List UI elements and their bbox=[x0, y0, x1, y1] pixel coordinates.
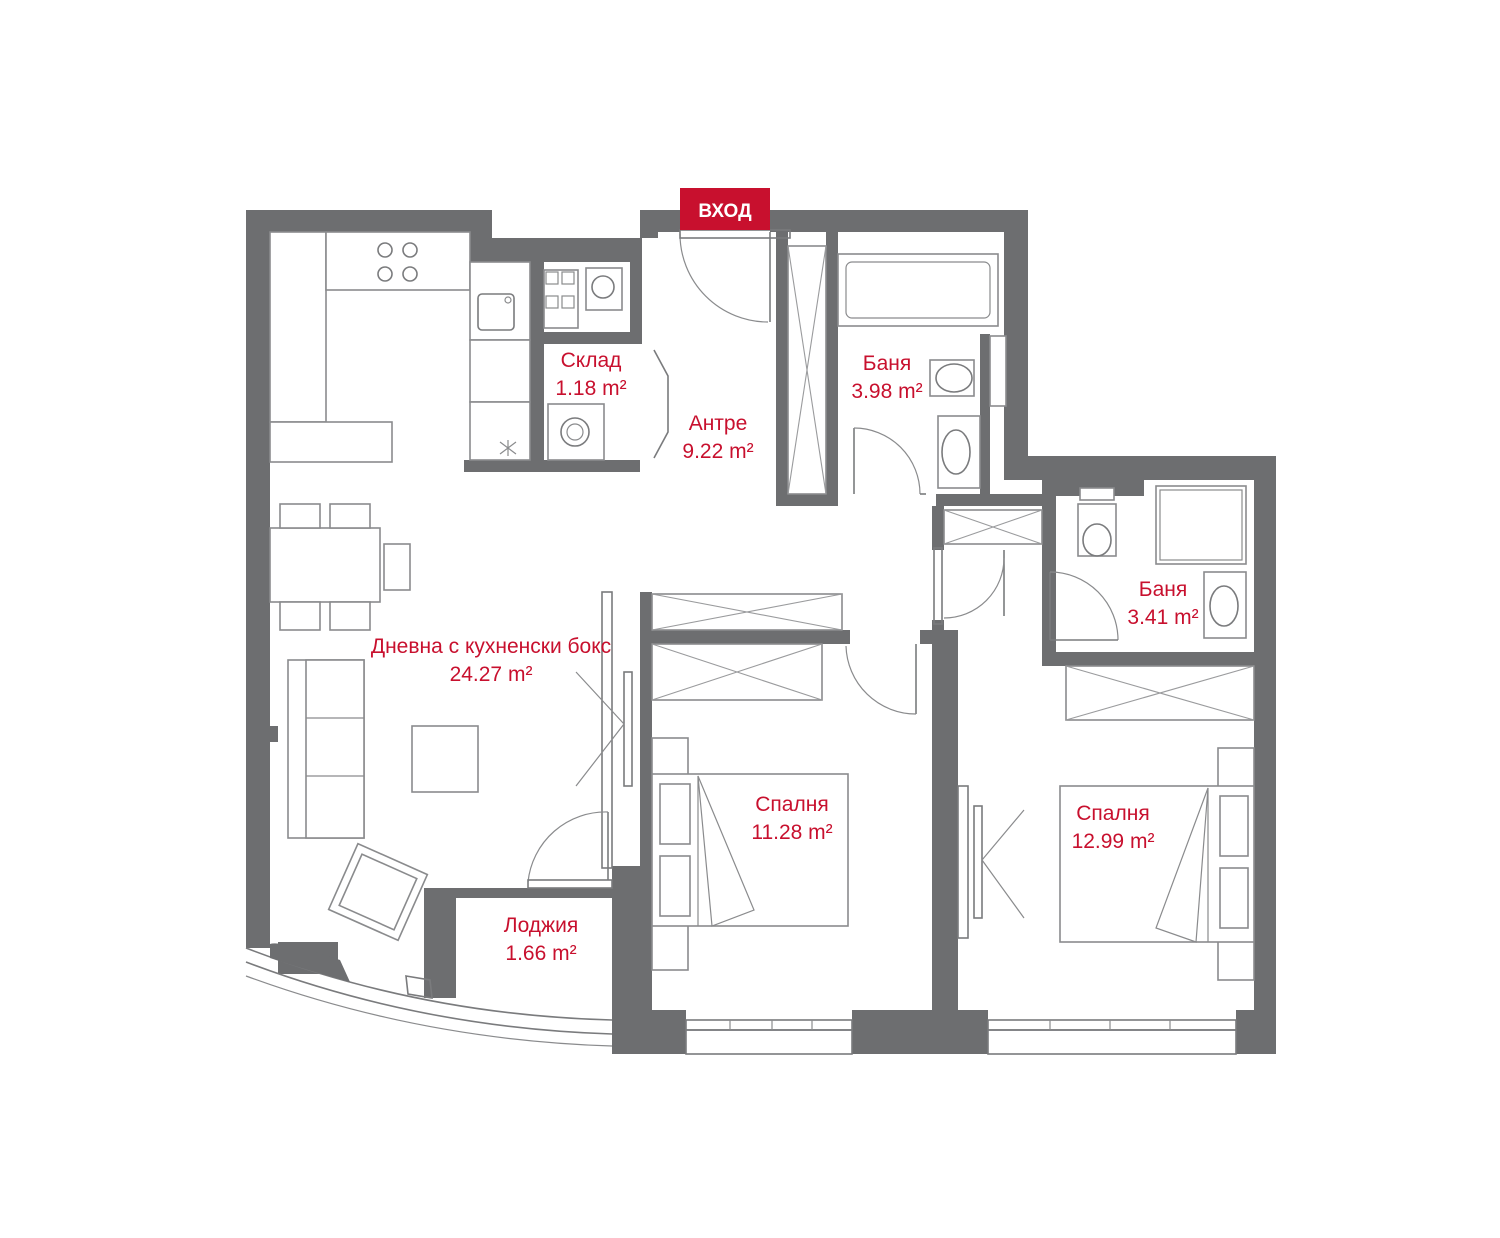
room-area-bath1: 3.98 m² bbox=[851, 380, 922, 403]
room-area-bath2: 3.41 m² bbox=[1127, 606, 1198, 629]
storage-equipment bbox=[543, 267, 669, 461]
room-name-loggia: Лоджия bbox=[504, 914, 578, 937]
entrance-badge: ВХОД bbox=[680, 188, 770, 230]
loggia-door[interactable] bbox=[527, 811, 613, 889]
hall-closet-door[interactable] bbox=[933, 547, 1005, 625]
bath1-door[interactable] bbox=[853, 427, 926, 495]
bedroom1-bed bbox=[651, 737, 849, 971]
room-labels: Дневна с кухненски бокс 24.27 m² Склад 1… bbox=[371, 349, 1199, 965]
room-area-bed2: 12.99 m² bbox=[1072, 830, 1155, 853]
entrance-label: ВХОД bbox=[698, 201, 752, 222]
room-name-bath1: Баня bbox=[863, 352, 911, 375]
room-name-bath2: Баня bbox=[1139, 578, 1187, 601]
bedroom2-wardrobe bbox=[1065, 665, 1255, 721]
room-area-loggia: 1.66 m² bbox=[505, 942, 576, 965]
kitchen-furniture bbox=[269, 231, 531, 463]
bath2-fixtures bbox=[1077, 485, 1247, 639]
room-name-bed1: Спалня bbox=[755, 793, 828, 816]
bedroom2-sliding-door[interactable] bbox=[957, 785, 1025, 939]
room-area-bed1: 11.28 m² bbox=[751, 821, 832, 844]
room-name-living: Дневна с кухненски бокс bbox=[371, 635, 611, 658]
living-sliding-door bbox=[575, 591, 633, 869]
hall-wardrobe-lower bbox=[651, 593, 843, 631]
room-area-hall: 9.22 m² bbox=[682, 440, 753, 463]
bath1-fixtures bbox=[837, 253, 1007, 489]
room-area-living: 24.27 m² bbox=[450, 663, 533, 686]
hall-wardrobe bbox=[787, 245, 827, 495]
windows bbox=[685, 1019, 1237, 1055]
walls bbox=[246, 210, 1276, 1054]
room-name-bed2: Спалня bbox=[1076, 802, 1149, 825]
bedroom2-bed bbox=[1059, 747, 1255, 981]
room-area-storage: 1.18 m² bbox=[555, 377, 626, 400]
bedroom1-door[interactable] bbox=[845, 644, 917, 715]
room-name-storage: Склад bbox=[561, 349, 622, 372]
dining-set bbox=[269, 503, 411, 631]
bedroom1-wardrobe bbox=[651, 643, 823, 701]
hall-door[interactable] bbox=[679, 229, 791, 323]
bath2-door[interactable] bbox=[1049, 571, 1119, 641]
room-name-hall: Антре bbox=[689, 412, 748, 435]
living-furniture bbox=[287, 659, 479, 942]
hall-closet-small bbox=[943, 509, 1043, 545]
curved-facade bbox=[245, 943, 613, 1047]
